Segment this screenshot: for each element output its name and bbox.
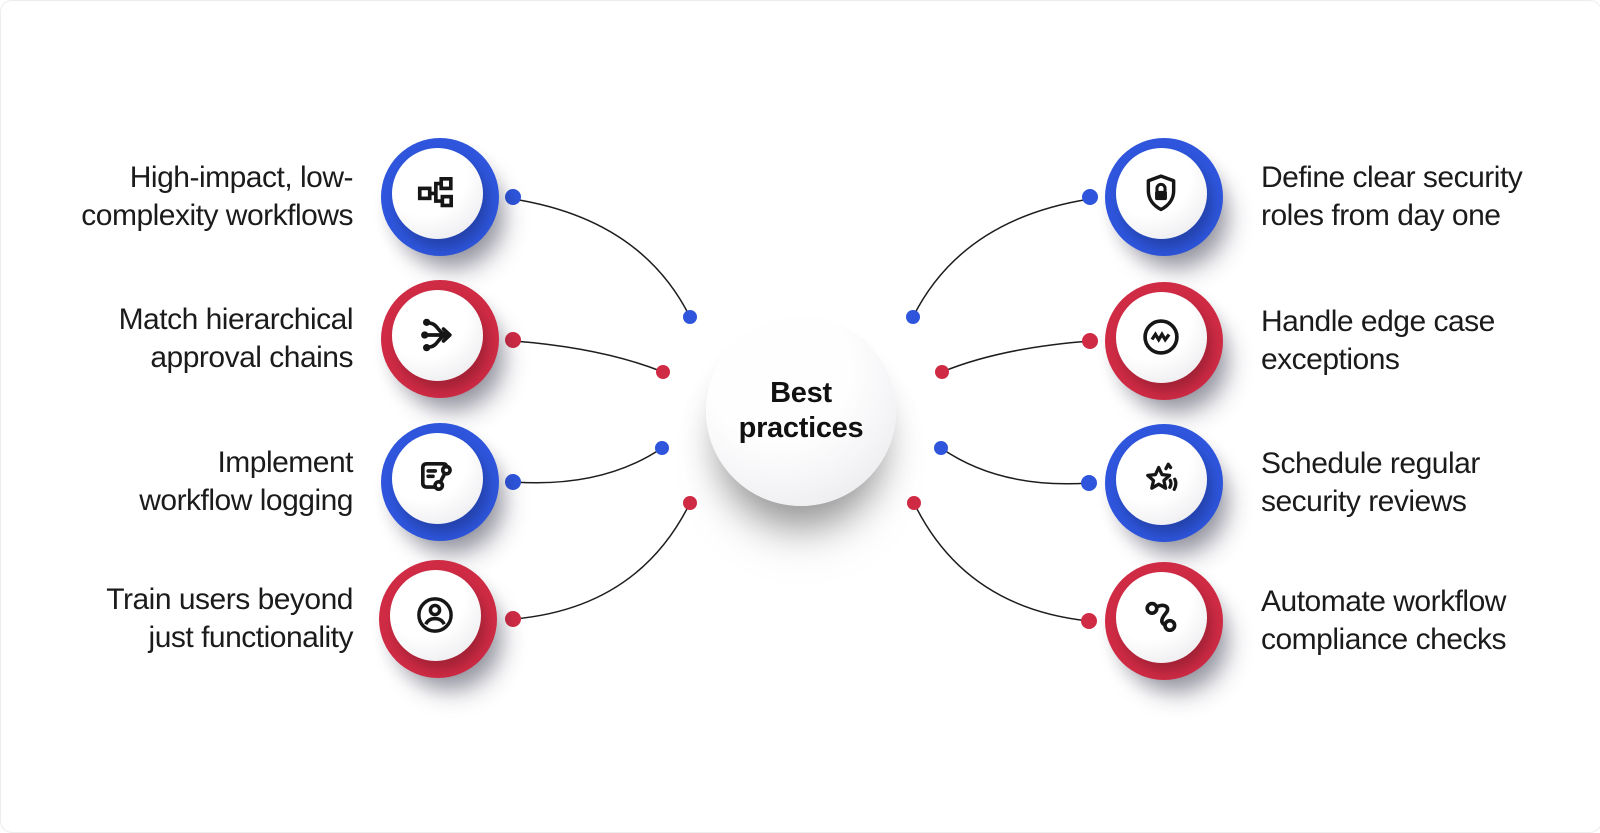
dot-center-left-2 xyxy=(656,365,670,379)
label-security-roles: Define clear security roles from day one xyxy=(1261,161,1523,232)
workflow-log-icon xyxy=(420,461,452,491)
badge-face xyxy=(391,289,483,381)
center-title: Best practices xyxy=(738,376,864,444)
dot-right-icon-2 xyxy=(1082,333,1098,349)
connector-right-1 xyxy=(912,198,1091,318)
badge-approval-chains xyxy=(381,280,499,398)
dot-left-icon-3 xyxy=(505,474,521,490)
dot-center-left-1 xyxy=(683,310,697,324)
dot-center-left-4 xyxy=(683,496,697,510)
badge-compliance-checks xyxy=(1105,562,1223,680)
dot-left-icon-4 xyxy=(505,611,521,627)
badge-face xyxy=(1115,571,1207,663)
dot-center-left-3 xyxy=(655,441,669,455)
badge-user-training xyxy=(379,560,497,678)
connector-right-2 xyxy=(941,340,1091,373)
connector-right-3 xyxy=(940,447,1090,485)
label-high-impact-workflows: High-impact, low- complexity workflows xyxy=(81,161,353,232)
dot-center-right-2 xyxy=(935,365,949,379)
badge-edge-cases xyxy=(1105,282,1223,400)
badge-workflow-logging xyxy=(381,423,499,541)
center-sphere: Best practices xyxy=(706,316,896,506)
badge-face xyxy=(391,147,483,239)
badge-face xyxy=(391,432,483,524)
label-security-reviews: Schedule regular security reviews xyxy=(1261,447,1480,518)
badge-security-roles xyxy=(1105,138,1223,256)
badge-high-impact-workflows xyxy=(381,138,499,256)
label-user-training: Train users beyond just functionality xyxy=(106,583,353,654)
badge-security-reviews xyxy=(1105,424,1223,542)
badge-face xyxy=(1115,291,1207,383)
connector-left-3 xyxy=(513,447,663,484)
label-compliance-checks: Automate workflow compliance checks xyxy=(1261,585,1506,656)
connector-right-4 xyxy=(913,502,1090,622)
badge-face xyxy=(1115,433,1207,525)
dot-center-right-3 xyxy=(934,441,948,455)
dot-right-icon-1 xyxy=(1082,189,1098,205)
connector-left-1 xyxy=(512,198,691,318)
star-review-icon xyxy=(1146,462,1178,491)
badge-face xyxy=(1115,147,1207,239)
merge-arrows-icon xyxy=(421,318,452,352)
shield-lock-icon xyxy=(1146,174,1176,212)
badge-face xyxy=(389,569,481,661)
workflow-hierarchy-icon xyxy=(417,176,454,208)
dot-left-icon-1 xyxy=(505,189,521,205)
connector-left-4 xyxy=(513,502,691,620)
connector-left-2 xyxy=(513,340,664,373)
dot-left-icon-2 xyxy=(505,332,521,348)
label-edge-cases: Handle edge case exceptions xyxy=(1261,305,1495,376)
dot-center-right-1 xyxy=(906,310,920,324)
zigzag-circle-icon xyxy=(1143,319,1179,355)
label-approval-chains: Match hierarchical approval chains xyxy=(118,303,354,374)
dot-right-icon-3 xyxy=(1081,475,1097,491)
label-workflow-logging: Implement workflow logging xyxy=(139,446,353,517)
dot-center-right-4 xyxy=(907,496,921,510)
user-icon xyxy=(417,597,453,633)
automation-icon xyxy=(1145,601,1177,633)
dot-right-icon-4 xyxy=(1081,613,1097,629)
